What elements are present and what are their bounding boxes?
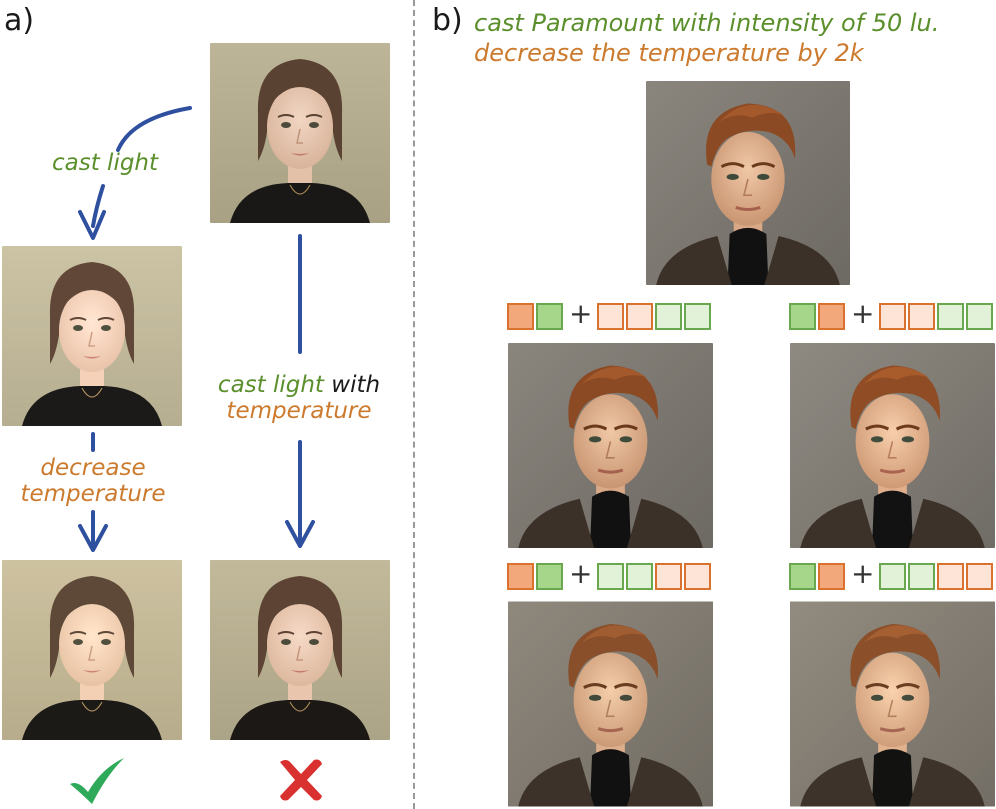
instruction-line2: decrease the temperature by 2k [474, 39, 864, 67]
curved-arrow [116, 106, 192, 152]
source-portrait-man [646, 81, 850, 285]
joint-with-text: with [331, 372, 381, 398]
decrease-line2: temperature [20, 481, 166, 508]
result-portrait-2 [790, 343, 995, 548]
token-green [536, 563, 563, 590]
result-portrait-4 [790, 601, 995, 807]
arrowhead-decrease [78, 524, 108, 552]
panel-b-label: b) [432, 3, 463, 38]
token-green-light [966, 303, 993, 330]
token-row-1: + [507, 297, 717, 333]
joint-cast-light-text: cast light [217, 372, 324, 398]
instruction-line1: cast Paramount with intensity of 50 lu. [474, 9, 940, 37]
token-green [536, 303, 563, 330]
token-green-light [684, 303, 711, 330]
result-portrait-3 [508, 601, 713, 807]
panel-a-arrows [78, 106, 315, 552]
token-orange [818, 563, 845, 590]
token-row-4: + [789, 557, 996, 593]
token-orange-light [966, 563, 993, 590]
cast-light-label: cast light [52, 150, 159, 176]
plus-sign: + [851, 297, 875, 330]
token-green-light [937, 303, 964, 330]
panel-divider [413, 0, 415, 809]
token-orange-light [655, 563, 682, 590]
arrowhead-cast-light [78, 210, 106, 240]
token-orange-light [879, 303, 906, 330]
token-orange-light [626, 303, 653, 330]
plus-sign: + [569, 557, 593, 590]
decrease-line1: decrease [40, 455, 146, 481]
result-portrait-1 [508, 343, 713, 548]
token-green [789, 563, 816, 590]
token-row-3: + [507, 557, 717, 593]
token-green [789, 303, 816, 330]
token-green-light [655, 303, 682, 330]
token-green-light [908, 563, 935, 590]
plus-sign: + [569, 297, 593, 330]
arrow-shaft-cast-light [91, 184, 105, 228]
plus-sign: + [851, 557, 875, 590]
token-row-2: + [789, 297, 996, 333]
token-orange-light [684, 563, 711, 590]
checkmark-icon [70, 758, 124, 804]
token-green-light [626, 563, 653, 590]
panel-a-label: a) [4, 3, 35, 38]
token-orange-light [937, 563, 964, 590]
joint-edit-label: cast light with temperature [204, 372, 394, 425]
cross-icon [280, 759, 322, 801]
token-orange [507, 563, 534, 590]
token-orange-light [597, 303, 624, 330]
token-orange [507, 303, 534, 330]
token-orange-light [908, 303, 935, 330]
joint-temperature-text: temperature [226, 398, 372, 425]
token-green-light [879, 563, 906, 590]
token-green-light [597, 563, 624, 590]
arrowhead-joint [285, 520, 315, 548]
decrease-temperature-label: decrease temperature [0, 455, 188, 508]
token-orange [818, 303, 845, 330]
